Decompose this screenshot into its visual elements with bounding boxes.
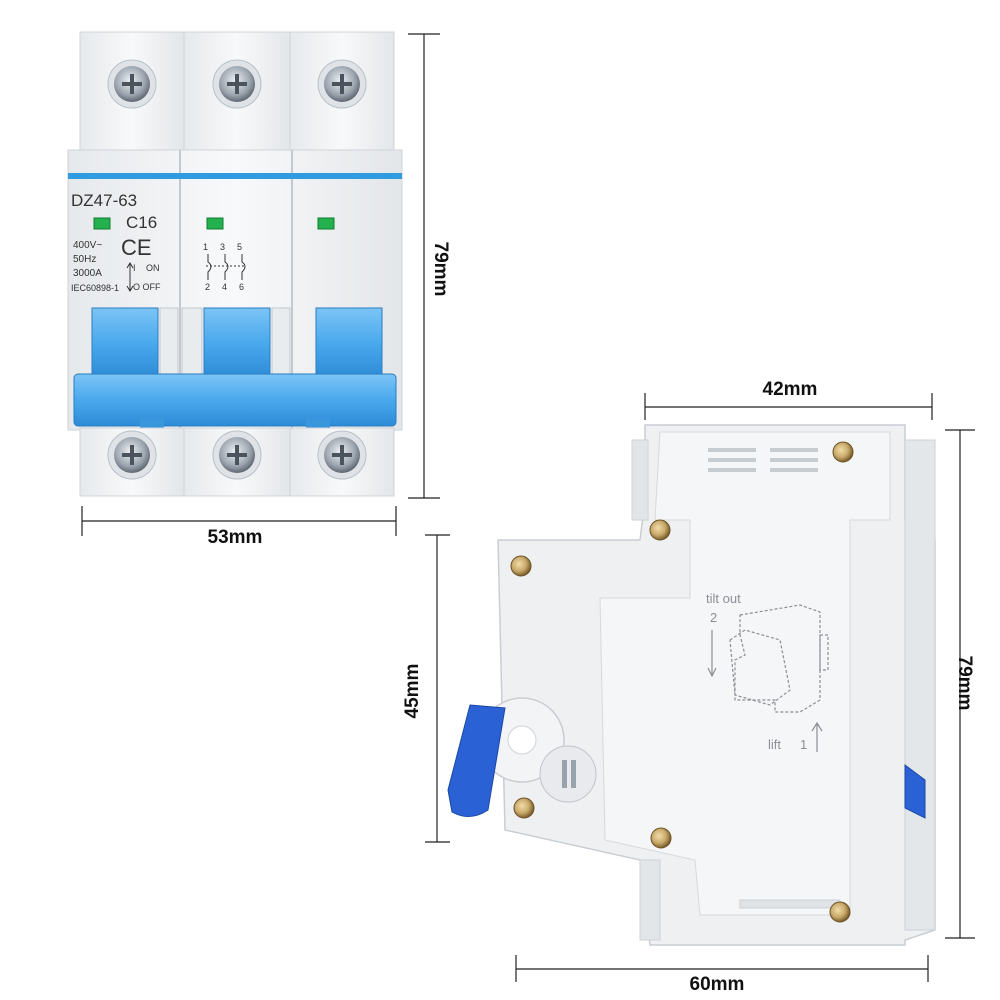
terminal-top-1: 1 <box>203 242 208 252</box>
side-height-dimension-line <box>945 429 975 939</box>
terminal-bot-6: 6 <box>239 282 244 292</box>
terminal-top-5: 5 <box>237 242 242 252</box>
terminal-top-3: 3 <box>220 242 225 252</box>
side-top-width-dimension-line <box>644 393 933 420</box>
side-toggle-lever[interactable] <box>447 704 506 817</box>
tilt-step-number: 2 <box>710 610 717 625</box>
rating-label: C16 <box>126 213 157 232</box>
bottom-screw-icons <box>107 430 367 480</box>
on-off-arrow-icon <box>126 262 134 292</box>
side-rail-height-label: 45mm <box>402 663 423 719</box>
lift-label: lift <box>768 737 781 752</box>
tilt-arrow-icon <box>707 630 717 678</box>
voltage-label: 400V~ <box>73 240 102 251</box>
side-height-label: 79mm <box>954 655 975 711</box>
toggle-levers <box>91 307 383 379</box>
on-label: ON <box>146 263 160 273</box>
model-label: DZ47-63 <box>71 191 137 210</box>
off-label: O OFF <box>133 282 161 292</box>
terminal-bot-4: 4 <box>222 282 227 292</box>
capacity-label: 3000A <box>73 268 102 279</box>
side-view-breaker: tilt out 2 lift 1 <box>447 424 936 946</box>
lift-step-number: 1 <box>800 737 807 752</box>
indicator-windows <box>93 217 335 230</box>
side-width-dimension-line <box>515 955 929 982</box>
lift-arrow-icon <box>811 721 823 752</box>
side-top-width-label: 42mm <box>762 379 818 400</box>
front-width-dimension-line <box>81 506 397 536</box>
side-rail-height-dimension-line <box>425 534 450 843</box>
frequency-label: 50Hz <box>73 254 96 265</box>
mounting-diagram-icon <box>729 604 829 713</box>
rivet-icons <box>510 441 854 923</box>
wiring-diagram-icon <box>206 254 246 280</box>
tilt-out-label: tilt out <box>706 591 741 606</box>
din-rail-clip[interactable] <box>904 764 926 819</box>
front-width-label: 53mm <box>207 527 263 548</box>
vent-slots <box>708 448 818 472</box>
front-height-dimension-line <box>408 33 440 499</box>
side-width-label: 60mm <box>689 974 745 995</box>
toggle-handle-bar[interactable] <box>73 373 397 427</box>
standard-label: IEC60898-1 <box>71 283 119 293</box>
terminal-bot-2: 2 <box>205 282 210 292</box>
on-mark: I <box>133 263 136 273</box>
ce-mark: CE <box>121 235 152 260</box>
front-height-label: 79mm <box>430 241 451 297</box>
top-screw-icons <box>107 59 367 109</box>
